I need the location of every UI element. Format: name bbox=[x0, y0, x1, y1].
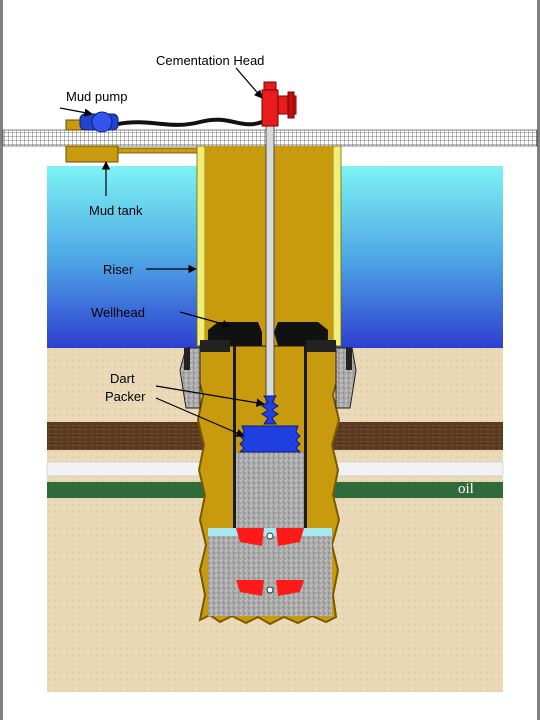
arrow-dart bbox=[155, 385, 265, 407]
upper-plug-valve bbox=[266, 532, 274, 540]
label-cementation-head: Cementation Head bbox=[156, 53, 265, 68]
label-packer: Packer bbox=[105, 389, 146, 404]
packer bbox=[238, 425, 302, 453]
riser-right-wall bbox=[332, 145, 342, 347]
label-mud-pump: Mud pump bbox=[66, 89, 128, 104]
conductor-left-dark bbox=[184, 348, 190, 370]
label-mud-tank: Mud tank bbox=[89, 203, 143, 218]
arrow-mud-pump bbox=[59, 107, 93, 117]
pump-hose bbox=[117, 117, 263, 127]
cement-head-body bbox=[261, 89, 279, 127]
conductor-right-dark bbox=[346, 348, 352, 370]
arrow-packer bbox=[155, 397, 245, 437]
riser-left-wall bbox=[196, 145, 206, 347]
lower-plug-valve bbox=[266, 586, 274, 594]
arrow-cementation-head bbox=[235, 67, 263, 99]
label-riser: Riser bbox=[103, 262, 134, 277]
pump-motor bbox=[91, 111, 113, 133]
label-wellhead: Wellhead bbox=[91, 305, 145, 320]
lower-plug-left bbox=[236, 580, 264, 596]
wellhead-skirt-right bbox=[306, 340, 336, 352]
label-dart: Dart bbox=[110, 371, 135, 386]
arrow-wellhead bbox=[179, 311, 231, 329]
cement-head-top bbox=[263, 81, 277, 91]
cement-head-arm-cap bbox=[287, 91, 295, 119]
dart bbox=[261, 395, 279, 425]
upper-plug-right bbox=[276, 528, 304, 546]
wellhead bbox=[208, 322, 328, 346]
drill-pipe bbox=[265, 125, 275, 403]
wellhead-skirt-left bbox=[200, 340, 230, 352]
mud-tank bbox=[65, 145, 119, 163]
label-oil: oil bbox=[458, 481, 474, 497]
cement-annulus bbox=[208, 534, 332, 616]
mud-tank-line bbox=[117, 147, 203, 154]
casing-left bbox=[233, 346, 236, 604]
spacer-band bbox=[208, 528, 332, 536]
casing-right bbox=[304, 346, 307, 604]
upper-plug-left bbox=[236, 528, 264, 546]
lower-plug-right bbox=[276, 580, 304, 596]
